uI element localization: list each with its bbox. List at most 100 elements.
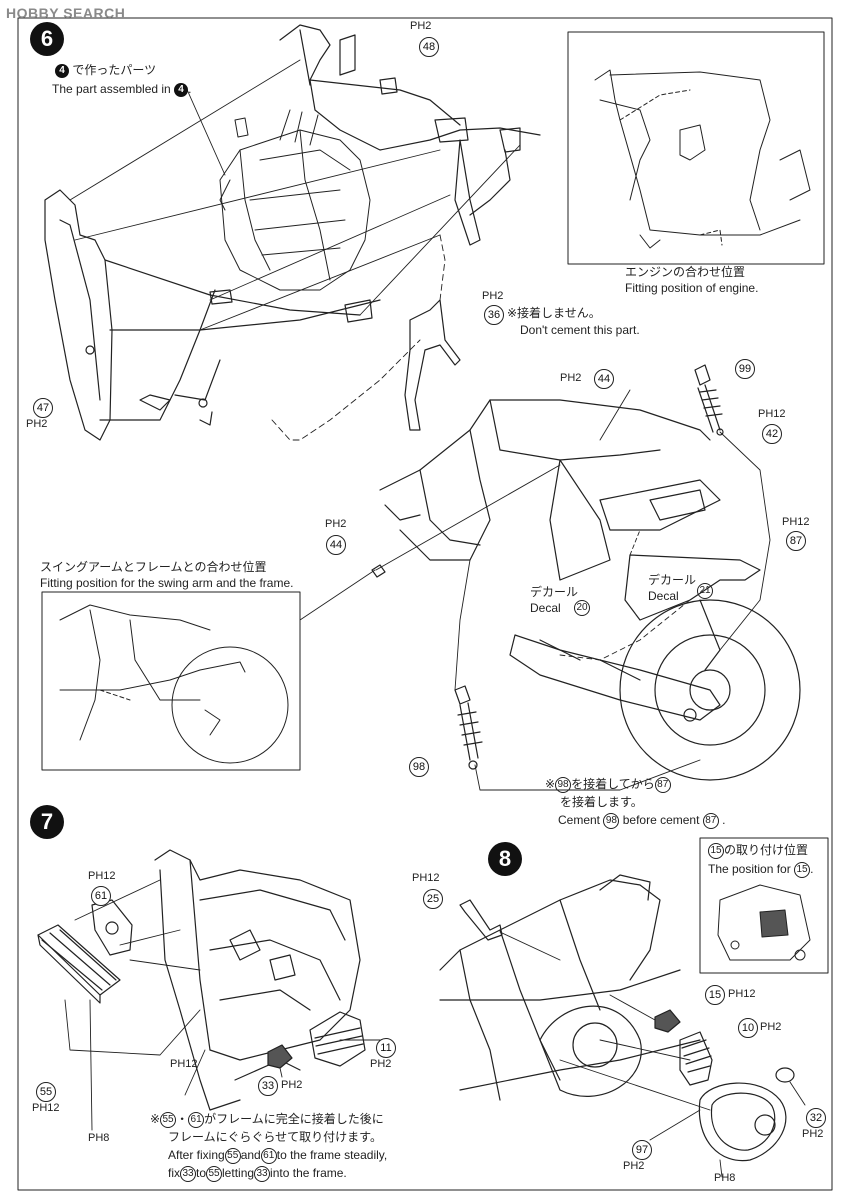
assembled-note-en: The part assembled in 4.: [52, 82, 192, 97]
step-8-marker: 8: [488, 842, 522, 876]
step7-frame-drawing: [154, 849, 361, 1111]
part-number-44b: 44: [326, 535, 346, 555]
decal-jp-a: デカール: [530, 585, 579, 599]
position-ref-15-en: 15: [794, 862, 811, 878]
runner-label-97: PH2: [623, 1160, 645, 1172]
guide-lines-step7: [64, 879, 381, 1131]
runner-label-10: PH2: [760, 1021, 782, 1033]
cement-ref-98: 98: [555, 777, 572, 793]
step-6-marker: 6: [30, 22, 64, 56]
step8-frame-drawing: [439, 874, 701, 1101]
guide-lines-step6: [69, 59, 521, 441]
cement-order-en: Cement 98 before cement 87 .: [558, 813, 726, 829]
decal-number-21: 21: [697, 583, 713, 599]
cement-en-ref-98: 98: [603, 813, 620, 829]
part-number-97: 97: [632, 1140, 652, 1160]
position-inset-box: [699, 837, 829, 974]
part-25: [459, 899, 503, 941]
no-cement-en: Don't cement this part.: [520, 323, 640, 337]
decal-number-20: 20: [574, 600, 590, 616]
runner-label-11: PH2: [370, 1058, 392, 1070]
runner-label-44b: PH2: [325, 518, 347, 530]
step7-note-jp-2: フレームにぐらぐらせて取り付けます。: [168, 1130, 382, 1144]
frame-right-drawing: [279, 24, 541, 246]
runner-label-25: PH12: [412, 872, 440, 884]
cement-ref-87: 87: [654, 777, 671, 793]
part-number-15: 15: [705, 985, 725, 1005]
part-number-98: 98: [409, 757, 429, 777]
clutch-cover-97: [698, 1082, 787, 1162]
runner-label-8-step7: PH8: [88, 1132, 110, 1144]
step-ref-badge: 4: [55, 63, 69, 78]
part-15: [654, 1009, 681, 1033]
note-ref-55: 55: [160, 1112, 177, 1128]
rear-frame-drawing: [379, 399, 721, 581]
oil-cooler-55: [37, 924, 121, 1004]
swing-arm-drawing: [509, 554, 761, 721]
decal-en-a: Decal: [530, 601, 561, 615]
decal-jp-b: デカール: [648, 573, 697, 587]
part-number-55: 55: [36, 1082, 56, 1102]
cement-jp-b: を接着してから: [571, 777, 655, 792]
runner-label-87: PH12: [782, 516, 810, 528]
engine-drawing: [219, 109, 371, 291]
no-cement-jp: ※接着しません。: [507, 306, 601, 320]
part-33: [267, 1044, 293, 1069]
cement-en-b: before cement: [622, 813, 700, 828]
step-ref-badge-en: 4: [174, 82, 189, 97]
cap-32: [775, 1067, 795, 1083]
cement-en-ref-87: 87: [702, 813, 719, 829]
runner-label-55: PH12: [32, 1102, 60, 1114]
runner-label-33: PH2: [281, 1079, 303, 1091]
position-inset-drawing: [717, 884, 811, 961]
swing-inset-box: [41, 591, 301, 771]
note-ref-61: 61: [188, 1112, 205, 1128]
guide-lines-rear: [299, 389, 771, 791]
shock-lower-98: [454, 685, 483, 770]
runner-label-61: PH12: [88, 870, 116, 882]
assembled-note-jp: 4 で作ったパーツ: [55, 63, 156, 78]
engine-position-en: Fitting position of engine.: [625, 281, 759, 295]
part-number-25: 25: [423, 889, 443, 909]
cylinder-11: [309, 1011, 366, 1067]
watermark-logo: HOBBY SEARCH: [6, 5, 126, 21]
runner-label-47: PH2: [26, 418, 48, 430]
part-number-87: 87: [786, 531, 806, 551]
rear-wheel-drawing: [619, 599, 801, 781]
engine-inset-box: [567, 31, 825, 265]
part-number-10: 10: [738, 1018, 758, 1038]
swing-position-en: Fitting position for the swing arm and t…: [40, 576, 294, 590]
frame-left-drawing: [44, 189, 381, 441]
assembled-en-text: The part assembled in: [52, 82, 171, 96]
runner-label-15: PH12: [728, 988, 756, 1000]
position-ref-15: 15: [708, 843, 724, 859]
decal-en-b: Decal: [648, 589, 679, 603]
shock-upper-99: [694, 364, 724, 436]
page-border: [17, 17, 833, 1191]
runner-label-36: PH2: [482, 290, 504, 302]
runner-label-44a: PH2: [560, 372, 582, 384]
part-number-61: 61: [91, 886, 111, 906]
cement-order-jp-2: を接着します。: [560, 795, 643, 809]
side-stand-drawing: [404, 299, 461, 431]
part-number-47: 47: [33, 398, 53, 418]
engine-inset-drawing: [594, 69, 811, 249]
part-number-42: 42: [762, 424, 782, 444]
position-inset-en: The position for 15.: [708, 862, 814, 878]
runner-label-32: PH2: [802, 1128, 824, 1140]
runner-label-48: PH2: [410, 20, 432, 32]
swing-inset-drawing: [59, 604, 289, 764]
part-number-33: 33: [258, 1076, 278, 1096]
part-number-48: 48: [419, 37, 439, 57]
part-number-11: 11: [376, 1038, 396, 1058]
step-7-marker: 7: [30, 805, 64, 839]
part-number-99: 99: [735, 359, 755, 379]
bracket-61: [91, 899, 133, 956]
runner-label-42: PH12: [758, 408, 786, 420]
